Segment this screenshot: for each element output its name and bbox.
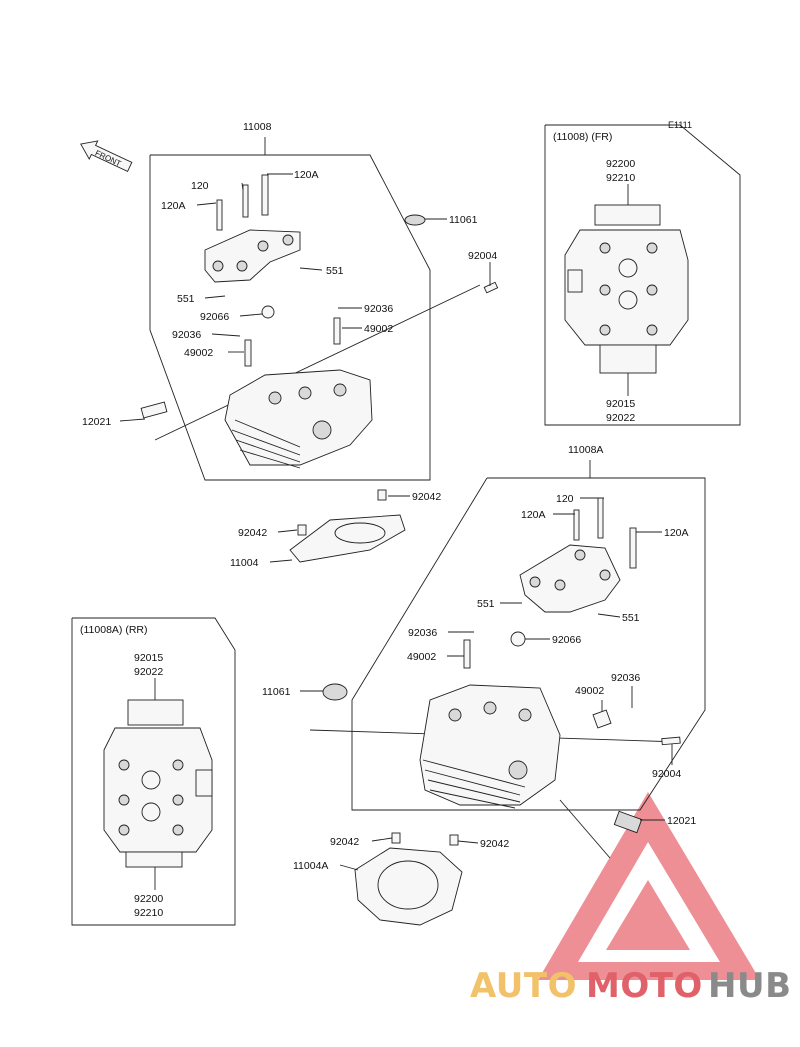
rear-clip-92036-left-label: 92036 — [408, 627, 437, 639]
front-guide-49002-right-label: 49002 — [364, 323, 393, 335]
rr-bottom-a-label: 92200 — [134, 893, 163, 905]
front-assembly-label: 11008 — [243, 121, 272, 133]
rr-top-b-label: 92022 — [134, 666, 163, 678]
rear-assembly-label: 11008A — [568, 444, 603, 456]
rr-head-top-view — [103, 699, 213, 868]
rear-seal-11061-shape — [322, 683, 348, 701]
front-bolt-120a-right-label: 120A — [294, 169, 319, 181]
rr-bottom-b-label: 92210 — [134, 907, 163, 919]
rear-gasket-11004a-label: 11004A — [293, 860, 328, 872]
rear-dowel-92042-right-label: 92042 — [480, 838, 509, 850]
rear-pin-551-left-label: 551 — [477, 598, 495, 610]
rear-dowel-left-shape — [391, 832, 401, 844]
rear-cam-holder — [519, 497, 637, 613]
front-leaders — [119, 173, 491, 563]
fr-top-a-label: 92200 — [606, 158, 635, 170]
front-cap-92066-label: 92066 — [200, 311, 229, 323]
rr-view-box — [71, 617, 236, 926]
rear-bolt-120a-left-label: 120A — [521, 509, 546, 521]
front-cam-holder — [204, 174, 301, 283]
front-stud-92004-label: 92004 — [468, 250, 497, 262]
watermark-text: AUTO MOTO HUB — [470, 966, 791, 1006]
front-seal-11061-label: 11061 — [449, 214, 478, 226]
rear-guide-49002-left-label: 49002 — [407, 651, 436, 663]
rear-bolt-120a-right-label: 120A — [664, 527, 689, 539]
fr-top-b-label: 92210 — [606, 172, 635, 184]
rear-stud-shape — [661, 736, 681, 746]
rear-cap-shape — [510, 631, 526, 647]
watermark-logo — [538, 792, 760, 980]
front-dowel-right-shape — [377, 489, 387, 501]
front-cap-shape — [261, 305, 275, 319]
fr-bottom-b-label: 92022 — [606, 412, 635, 424]
front-clip-92036-left-label: 92036 — [172, 329, 201, 341]
rear-pin-551-right-label: 551 — [622, 612, 640, 624]
front-stud-shape — [483, 281, 499, 294]
rear-plug-shape — [613, 810, 643, 834]
front-clip-92036-right-label: 92036 — [364, 303, 393, 315]
watermark-part2: MOTO — [586, 966, 703, 1006]
rr-view-label: (11008A) (RR) — [80, 624, 148, 636]
rear-guide-49002-right-label: 49002 — [575, 685, 604, 697]
front-pin-551-left-label: 551 — [177, 293, 195, 305]
fr-view-box — [544, 124, 741, 426]
front-seal-11061-shape — [404, 214, 426, 226]
rear-dowel-92042-left-label: 92042 — [330, 836, 359, 848]
front-dowel-92042-left-label: 92042 — [238, 527, 267, 539]
front-arrow: FRONT — [80, 140, 133, 173]
watermark-part3: HUB — [708, 966, 791, 1006]
rear-dowel-right-shape — [449, 834, 459, 846]
front-bolt-120-label: 120 — [191, 180, 209, 192]
rr-top-a-label: 92015 — [134, 652, 163, 664]
rear-cap-92066-label: 92066 — [552, 634, 581, 646]
rear-guide-right-shape — [592, 709, 612, 729]
fr-head-top-view — [564, 204, 689, 374]
front-cylinder-head — [224, 369, 373, 469]
rear-plug-12021-label: 12021 — [667, 815, 696, 827]
front-gasket-11004-label: 11004 — [230, 557, 259, 569]
front-bolt-120a-left-label: 120A — [161, 200, 186, 212]
front-guide-left-shape — [244, 339, 252, 367]
front-plug-12021-label: 12021 — [82, 416, 111, 428]
rear-cylinder-head — [419, 684, 561, 809]
front-guide-49002-left-label: 49002 — [184, 347, 213, 359]
front-plug-shape — [140, 401, 168, 419]
rear-gasket-shape — [354, 847, 463, 926]
front-guide-right-shape — [333, 317, 341, 345]
rear-bolt-120-label: 120 — [556, 493, 574, 505]
front-gasket-shape — [289, 514, 406, 563]
front-pin-551-right-label: 551 — [326, 265, 344, 277]
fr-bottom-a-label: 92015 — [606, 398, 635, 410]
rear-stud-92004-label: 92004 — [652, 768, 681, 780]
rear-guide-left-shape — [463, 639, 471, 669]
watermark-part1: AUTO — [470, 966, 577, 1006]
front-dowel-92042-right-label: 92042 — [412, 491, 441, 503]
fr-view-label: (11008) (FR) — [553, 131, 612, 143]
front-dowel-left-shape — [297, 524, 307, 536]
logo-triangle-core — [606, 880, 690, 950]
rear-leaders — [300, 497, 673, 871]
rear-seal-11061-label: 11061 — [262, 686, 291, 698]
front-group-outline — [149, 137, 481, 481]
rear-clip-92036-right-label: 92036 — [611, 672, 640, 684]
